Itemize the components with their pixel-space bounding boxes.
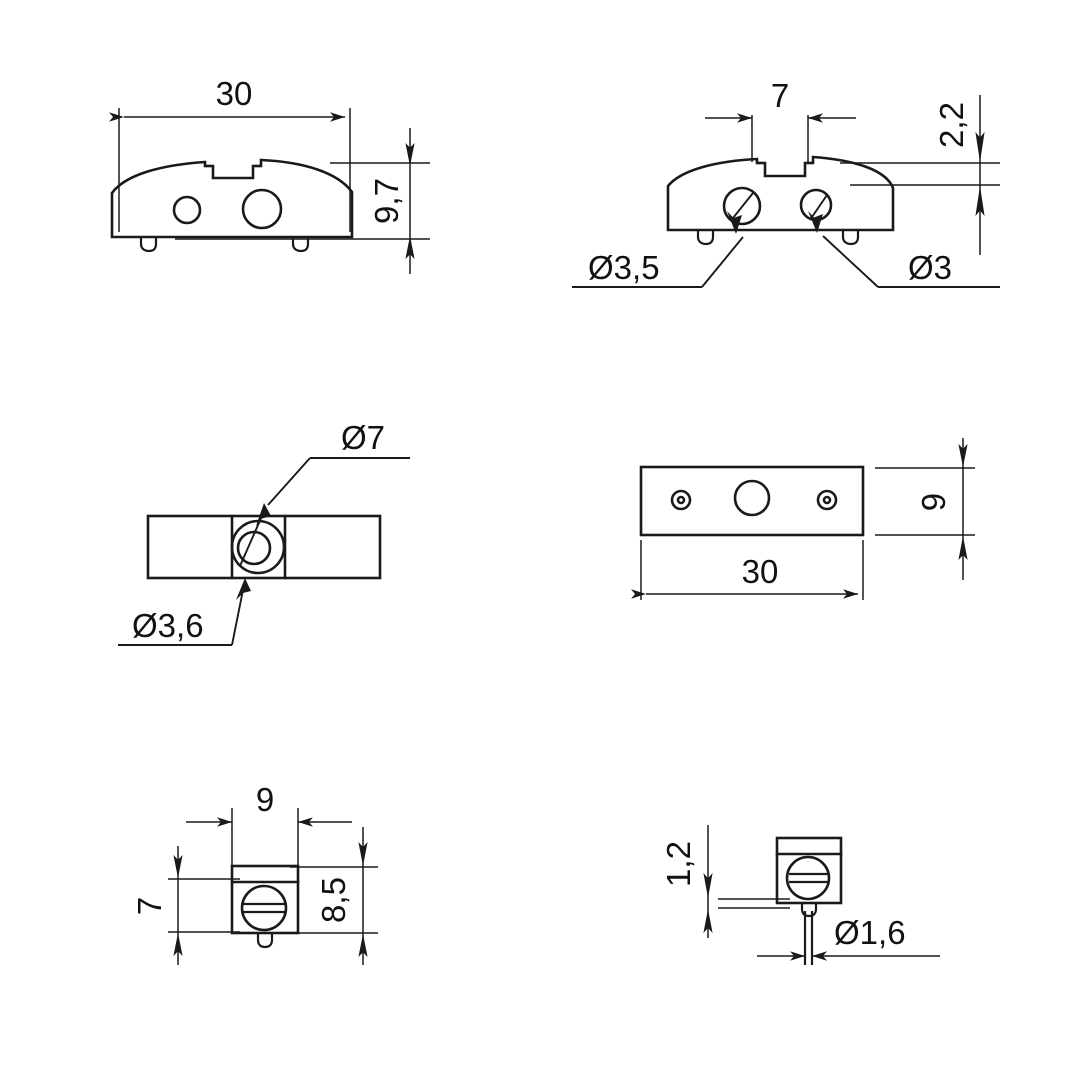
large-hole-front: [241, 188, 283, 230]
dimension-height-97-front: 9,7: [175, 128, 430, 274]
arrow-up-12: [703, 873, 713, 898]
dimension-plate-length-30: 30: [631, 540, 864, 600]
pin-collar: [800, 903, 818, 918]
arrow-down-97: [405, 236, 415, 259]
plate-outline-plan: [639, 465, 865, 537]
arrow-down-85: [358, 934, 368, 957]
dim-label-side-9: 9: [256, 781, 274, 818]
bottom-tab-side: [256, 933, 274, 949]
view-front-elevation-detail: 7 2,2 Ø3,5 Ø3: [572, 77, 1000, 288]
right-pin-hole-inner: [822, 495, 832, 505]
view-front-elevation: 30 9,7: [109, 75, 430, 274]
arrow-down-12: [703, 909, 713, 933]
leader-line-3-slant: [822, 235, 879, 288]
part-outline-front: [110, 158, 354, 239]
view-plan-with-bore: Ø7 Ø3,6: [118, 419, 410, 646]
leader-label-3: Ø3: [908, 249, 952, 286]
hole-3-detail: [799, 188, 833, 222]
screw-slot-pin-view: [789, 872, 829, 884]
leader-line-3-through: [811, 194, 828, 218]
left-pin-hole-inner: [676, 495, 686, 505]
right-pin-hole-outer: [816, 489, 838, 511]
arrow-leader-7: [256, 503, 271, 526]
dimension-width-30-front: 30: [109, 75, 345, 122]
dim-label-85: 8,5: [315, 877, 352, 923]
dim-label-plate-30: 30: [742, 553, 779, 590]
part-outline-detail: [666, 155, 895, 232]
dim-label-notch-7: 7: [771, 77, 789, 114]
arrow-up-22: [975, 132, 985, 162]
leader-label-bore-7: Ø7: [341, 419, 385, 456]
dimension-pin-diameter-16: Ø1,6: [757, 914, 940, 961]
view-side-elevation-pin: 1,2 Ø1,6: [660, 825, 940, 965]
dim-label-pin-16: Ø1,6: [834, 914, 906, 951]
leader-line-35-slant: [701, 236, 744, 288]
arrow-leader-35: [727, 211, 742, 234]
left-tab-detail: [696, 230, 715, 246]
arrow-leader-3: [808, 211, 823, 233]
leader-line-36-slant: [231, 589, 244, 646]
dim-label-width-30: 30: [216, 75, 253, 112]
left-pin-hole-outer: [670, 489, 692, 511]
arrow-up-7-side: [173, 855, 183, 878]
dim-label-22: 2,2: [933, 102, 970, 148]
dimension-body-width-9: 9: [186, 781, 352, 866]
screw-slot-side: [243, 902, 285, 914]
dimension-flange-thickness-12: 1,2: [660, 825, 790, 938]
leader-line-35-through: [732, 192, 754, 219]
leader-line-7-slant: [267, 457, 311, 506]
view-side-elevation: 9 7 8,5: [131, 781, 378, 965]
small-hole-front: [172, 195, 202, 225]
arrow-leader-36: [236, 578, 251, 600]
arrow-up-85: [358, 842, 368, 866]
slotted-screw-side: [240, 884, 288, 932]
body-outline-pin-view: [775, 836, 843, 905]
leader-label-35: Ø3,5: [588, 249, 660, 286]
dimension-notch-depth-22: 2,2: [840, 95, 1000, 255]
center-hole-plan: [733, 479, 771, 517]
leader-hole-35: Ø3,5: [572, 192, 754, 288]
dim-label-height-97: 9,7: [368, 178, 405, 224]
leader-bore-outer-7: Ø7: [239, 419, 410, 567]
left-tab-front: [139, 237, 158, 253]
leader-hole-3: Ø3: [808, 194, 1000, 288]
arrow-up-plate-9: [958, 444, 968, 467]
dimension-overall-height-85: 8,5: [290, 827, 378, 965]
leader-label-bore-36: Ø3,6: [132, 607, 204, 644]
right-tab-detail: [841, 230, 860, 246]
dim-label-plate-9: 9: [915, 493, 952, 511]
leader-bore-inner-36: Ø3,6: [118, 578, 251, 646]
arrow-up-97: [405, 143, 415, 166]
dimension-body-height-7: 7: [131, 846, 240, 965]
leader-line-7-through: [239, 515, 263, 567]
right-tab-front: [291, 237, 310, 253]
dimension-plate-width-9: 9: [875, 438, 975, 580]
dimension-notch-width-7: 7: [705, 77, 856, 162]
arrow-down-22: [975, 186, 985, 216]
arrow-down-plate-9: [958, 536, 968, 560]
dim-label-7-side: 7: [131, 897, 168, 915]
dim-label-12: 1,2: [660, 841, 697, 887]
arrow-down-7-side: [173, 933, 183, 956]
slotted-screw-pin-view: [785, 855, 831, 901]
plate-outline-bore-view: [146, 514, 382, 580]
body-outline-side: [230, 864, 300, 935]
view-plan-plate: 30 9: [631, 438, 975, 600]
hole-35-detail: [722, 186, 762, 226]
